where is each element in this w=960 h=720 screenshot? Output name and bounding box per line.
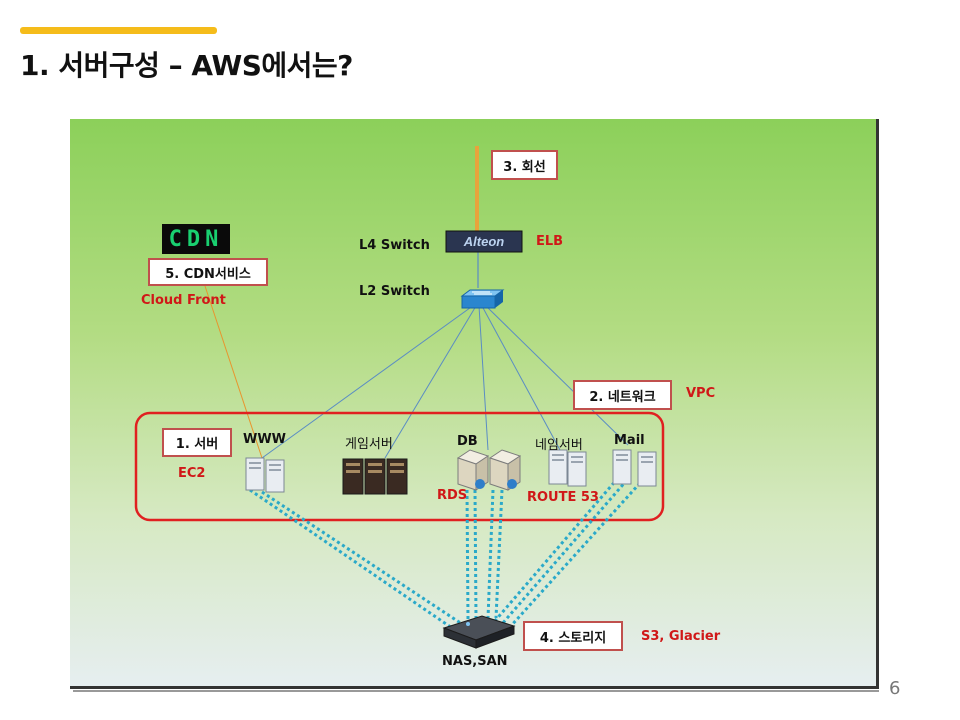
l4-device-brand: Alteon xyxy=(463,234,505,249)
slide-title: 1. 서버구성 – AWS에서는? xyxy=(20,49,353,82)
nas-san-icon xyxy=(442,615,516,649)
www-label: WWW xyxy=(243,432,287,447)
mail-label: Mail xyxy=(614,433,645,448)
cloud-front-label: Cloud Front xyxy=(141,293,226,308)
game-server-label: 게임서버 xyxy=(345,437,393,452)
name-server-label: 네임서버 xyxy=(535,438,583,453)
storage-links xyxy=(249,477,642,630)
route53-label: ROUTE 53 xyxy=(527,490,599,505)
elb-label: ELB xyxy=(536,234,564,249)
name-server-icon xyxy=(548,449,587,487)
storage-box: 4. 스토리지 xyxy=(523,621,623,651)
l4-switch-label: L4 Switch xyxy=(359,238,430,253)
page-number: 6 xyxy=(889,678,901,699)
l4-switch-icon: Alteon xyxy=(445,230,523,253)
cdn-logo: CDN xyxy=(162,224,230,254)
server-box: 1. 서버 xyxy=(162,428,232,457)
title-accent-bar xyxy=(20,27,217,34)
s3-glacier-label: S3, Glacier xyxy=(641,629,721,644)
l2-switch-icon xyxy=(460,289,505,309)
db-label: DB xyxy=(457,434,478,449)
vpc-label: VPC xyxy=(686,386,716,401)
www-server-icon xyxy=(245,457,285,493)
panel-shadow xyxy=(73,690,879,692)
network-box: 2. 네트워크 xyxy=(573,380,672,410)
ec2-label: EC2 xyxy=(178,466,206,481)
switch-links xyxy=(261,304,629,459)
mail-server-icon xyxy=(612,449,657,487)
nas-san-label: NAS,SAN xyxy=(442,654,508,669)
rds-label: RDS xyxy=(437,488,468,503)
server-group-outline xyxy=(134,411,665,522)
line-box: 3. 회선 xyxy=(491,150,558,180)
db-server-icon xyxy=(456,449,522,491)
cdn-link xyxy=(204,285,263,459)
l2-switch-label: L2 Switch xyxy=(359,284,430,299)
cdn-service-box: 5. CDN서비스 xyxy=(148,258,268,286)
game-server-icon xyxy=(342,458,408,495)
